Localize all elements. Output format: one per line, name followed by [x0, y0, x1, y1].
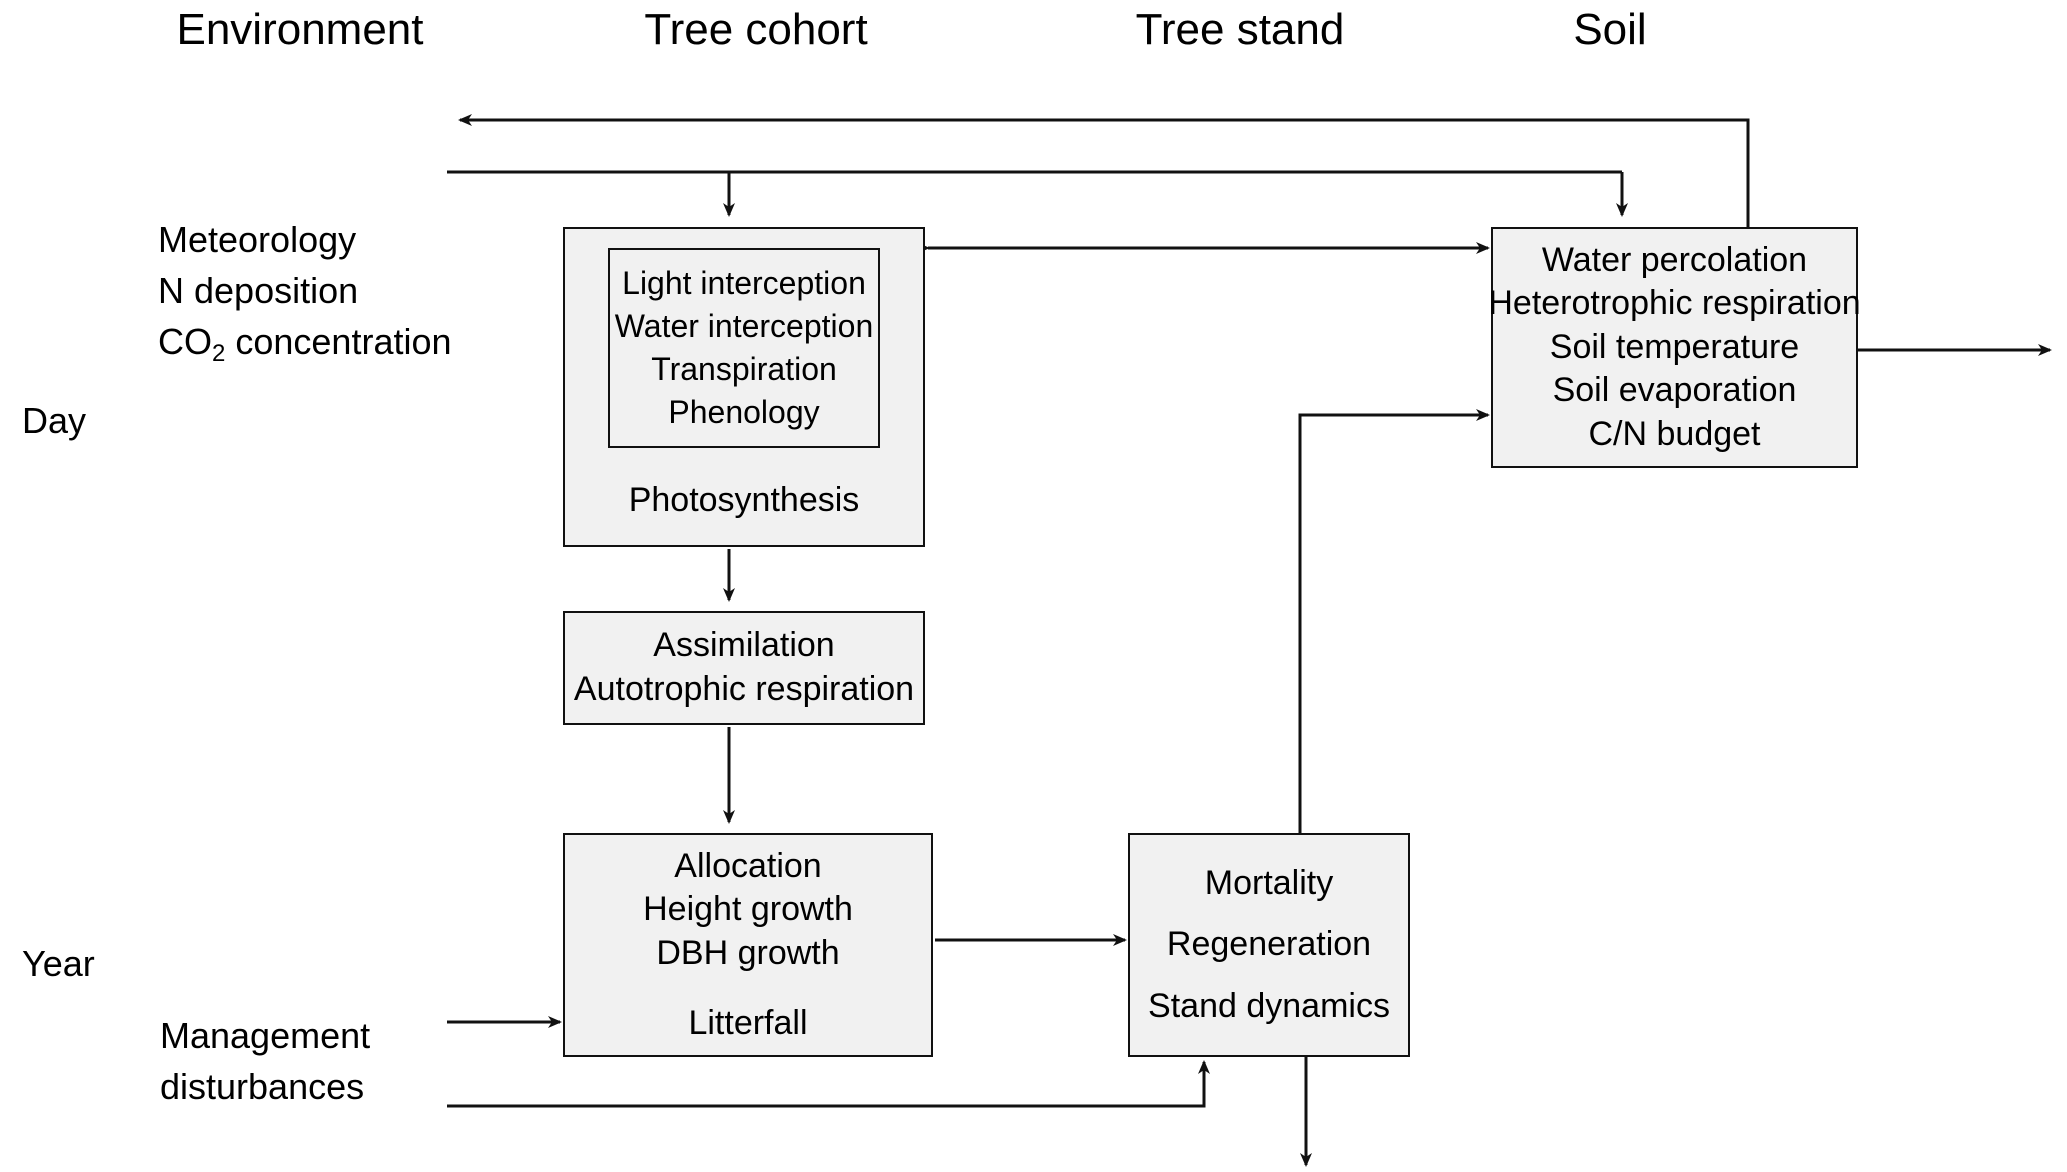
cohort-fluxes-box[interactable]: Light interception Water interception Tr… — [608, 248, 880, 448]
soil-to-environment-arrow — [458, 114, 1750, 227]
mortality-label: Mortality — [1204, 863, 1334, 902]
litterfall-label: Litterfall — [688, 1003, 808, 1042]
allocation-label: Allocation — [674, 846, 822, 885]
column-heading-environment: Environment — [176, 5, 424, 54]
assimilation-label: Assimilation — [653, 626, 835, 665]
autotrophic-respiration-label: Autotrophic respiration — [573, 670, 915, 708]
stand-dynamics-box[interactable]: Mortality Regeneration Stand dynamics — [1128, 833, 1410, 1057]
dbh-growth-label: DBH growth — [656, 934, 840, 972]
allocation-box[interactable]: Allocation Height growth DBH growth Litt… — [563, 833, 933, 1057]
soil-temperature-label: Soil temperature — [1549, 327, 1800, 366]
column-heading-tree-stand: Tree stand — [1135, 5, 1345, 54]
timescale-label-year: Year — [22, 943, 95, 984]
tree-cohort-photosynthesis-label: Photosynthesis — [628, 481, 860, 520]
cohort-flux-light-interception: Light interception — [622, 265, 866, 302]
soil-process-box[interactable]: Water percolation Heterotrophic respirat… — [1488, 227, 1861, 468]
cn-budget-label: C/N budget — [1588, 414, 1761, 453]
environment-daily-inputs: Meteorology N deposition CO2 concentrati… — [158, 214, 452, 367]
management-to-stand-dynamics-arrow — [447, 1060, 1210, 1108]
cohort-flux-transpiration: Transpiration — [651, 351, 837, 387]
stand-dynamics-to-soil-arrow — [1298, 409, 1490, 833]
assimilation-box[interactable]: Assimilation Autotrophic respiration — [563, 611, 925, 725]
regeneration-label: Regeneration — [1166, 925, 1372, 964]
water-percolation-label: Water percolation — [1541, 240, 1808, 279]
cohort-flux-water-interception: Water interception — [614, 308, 874, 345]
soil-evaporation-label: Soil evaporation — [1552, 371, 1797, 410]
environment-input-co2-concentration: CO2 concentration — [158, 316, 452, 367]
stand-dynamics-label: Stand dynamics — [1148, 986, 1390, 1025]
environment-input-management: Management — [160, 1015, 371, 1056]
heterotrophic-respiration-label: Heterotrophic respiration — [1488, 284, 1861, 323]
environment-input-meteorology: Meteorology — [158, 219, 357, 260]
column-heading-soil: Soil — [1573, 5, 1647, 54]
co2-prefix: CO — [158, 321, 212, 363]
environment-input-disturbances: disturbances — [160, 1066, 365, 1108]
cohort-flux-phenology: Phenology — [668, 393, 820, 430]
co2-suffix: concentration — [225, 321, 452, 363]
timescale-label-day: Day — [22, 400, 87, 441]
height-growth-label: Height growth — [643, 890, 853, 929]
environment-annual-inputs: Management disturbances — [160, 1010, 370, 1112]
environment-input-n-deposition: N deposition — [158, 270, 359, 312]
column-heading-tree-cohort: Tree cohort — [644, 5, 868, 54]
co2-subscript: 2 — [212, 340, 226, 368]
